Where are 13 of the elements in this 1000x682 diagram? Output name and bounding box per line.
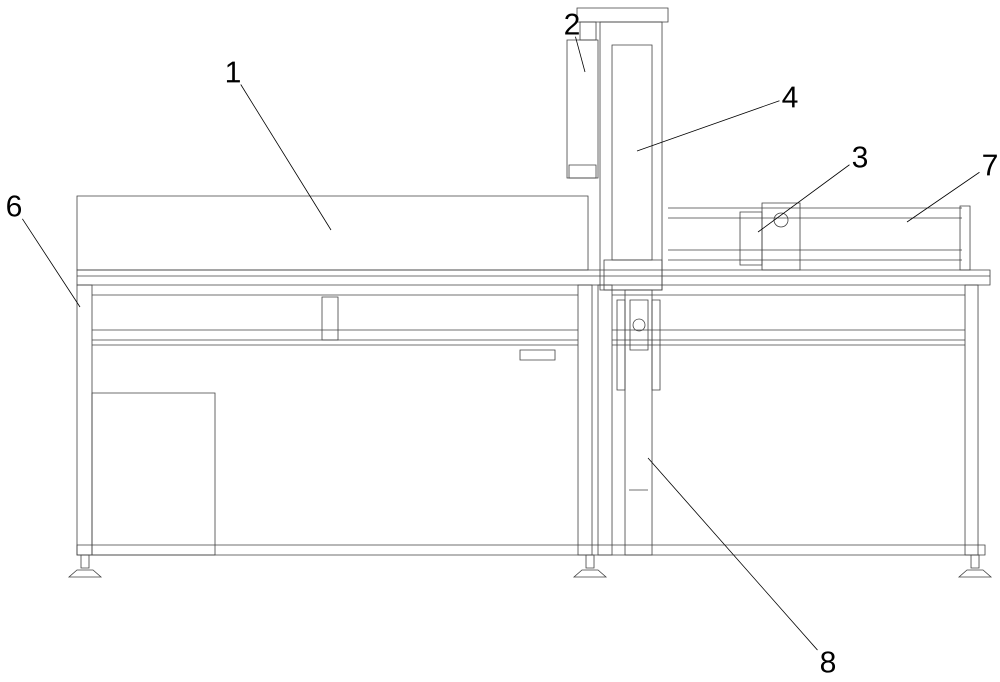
leader-line bbox=[648, 458, 818, 650]
callout-number: 4 bbox=[782, 86, 798, 108]
leader-line bbox=[22, 218, 80, 308]
callout-number: 1 bbox=[226, 62, 240, 82]
callout-number: 6 bbox=[7, 195, 22, 217]
callout-number: 3 bbox=[852, 146, 868, 168]
leader-line bbox=[758, 164, 850, 232]
leader-line bbox=[636, 100, 780, 152]
callout-number: 8 bbox=[820, 651, 836, 673]
leader-line bbox=[906, 172, 980, 222]
callout-number: 2 bbox=[565, 14, 579, 34]
leader-line bbox=[240, 84, 332, 230]
callout-number: 7 bbox=[983, 154, 997, 176]
